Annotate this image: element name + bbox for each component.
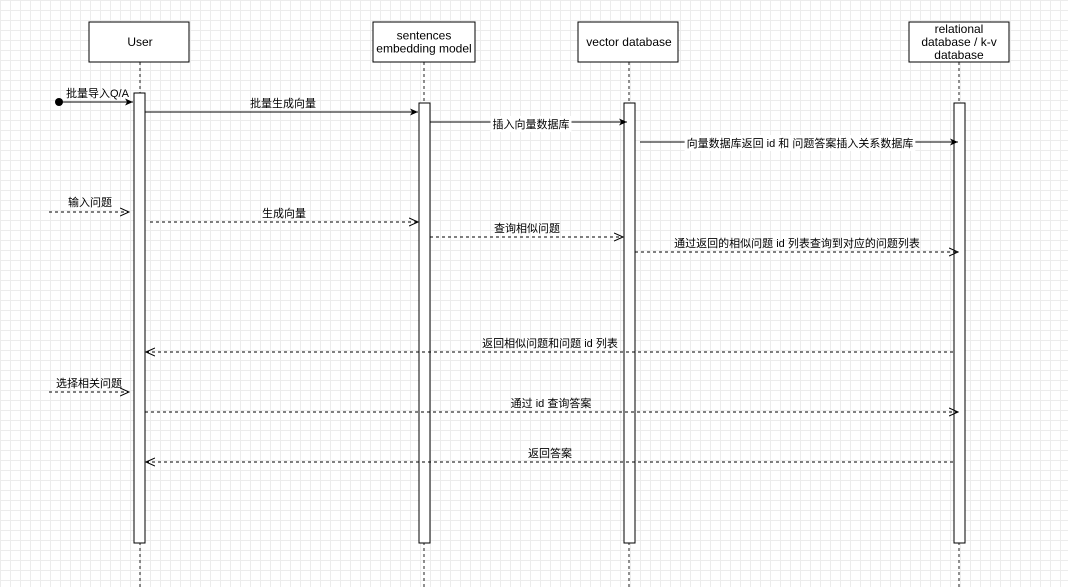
initial-message-dot (55, 98, 63, 106)
message-m1[interactable]: 批量导入Q/A (55, 86, 133, 106)
message-m11[interactable]: 通过 id 查询答案 (145, 396, 958, 412)
message-label: 输入问题 (68, 195, 112, 209)
participant-box (908, 21, 1010, 63)
participant-user[interactable]: User (88, 21, 190, 63)
message-m3[interactable]: 插入向量数据库 (430, 116, 627, 132)
activation-bar-user (133, 92, 146, 544)
participant-box (372, 21, 476, 63)
message-label: 通过返回的相似问题 id 列表查询到对应的问题列表 (674, 236, 920, 250)
participant-label: vector database (586, 35, 672, 49)
participant-label: embedding model (376, 42, 471, 56)
message-label: 查询相似问题 (494, 221, 560, 235)
message-label: 通过 id 查询答案 (511, 396, 592, 410)
message-m12[interactable]: 返回答案 (146, 446, 953, 462)
participant-label: sentences (397, 29, 452, 43)
message-m4[interactable]: 向量数据库返回 id 和 问题答案插入关系数据库 (640, 135, 958, 151)
message-m6[interactable]: 生成向量 (150, 206, 418, 222)
activation-bars (133, 92, 966, 544)
activation-bar-vdb (623, 102, 636, 544)
activation-bar-model (418, 102, 431, 544)
message-label: 返回答案 (528, 446, 572, 460)
message-label-background (684, 135, 916, 151)
message-label: 选择相关问题 (56, 376, 122, 390)
participant-label: database / k-v (921, 35, 996, 49)
message-label: 批量导入Q/A (66, 86, 130, 100)
participant-box (88, 21, 190, 63)
message-label: 返回相似问题和问题 id 列表 (482, 336, 618, 350)
message-label: 批量生成向量 (250, 96, 316, 110)
activation-bar-rdb (953, 102, 966, 544)
message-label: 插入向量数据库 (493, 117, 570, 131)
message-label-background (490, 116, 572, 132)
message-m2[interactable]: 批量生成向量 (145, 96, 418, 116)
participant-label: User (127, 35, 152, 49)
message-m10[interactable]: 选择相关问题 (49, 376, 129, 392)
message-m5[interactable]: 输入问题 (49, 195, 129, 212)
participant-label: relational (935, 22, 984, 36)
message-m9[interactable]: 返回相似问题和问题 id 列表 (146, 336, 953, 352)
message-label: 生成向量 (262, 206, 306, 220)
message-m8[interactable]: 通过返回的相似问题 id 列表查询到对应的问题列表 (635, 236, 958, 252)
participant-vdb[interactable]: vector database (577, 21, 679, 63)
participant-box (577, 21, 679, 63)
message-m7[interactable]: 查询相似问题 (430, 221, 623, 237)
message-label: 向量数据库返回 id 和 问题答案插入关系数据库 (687, 136, 914, 150)
participant-label: database (934, 48, 984, 62)
